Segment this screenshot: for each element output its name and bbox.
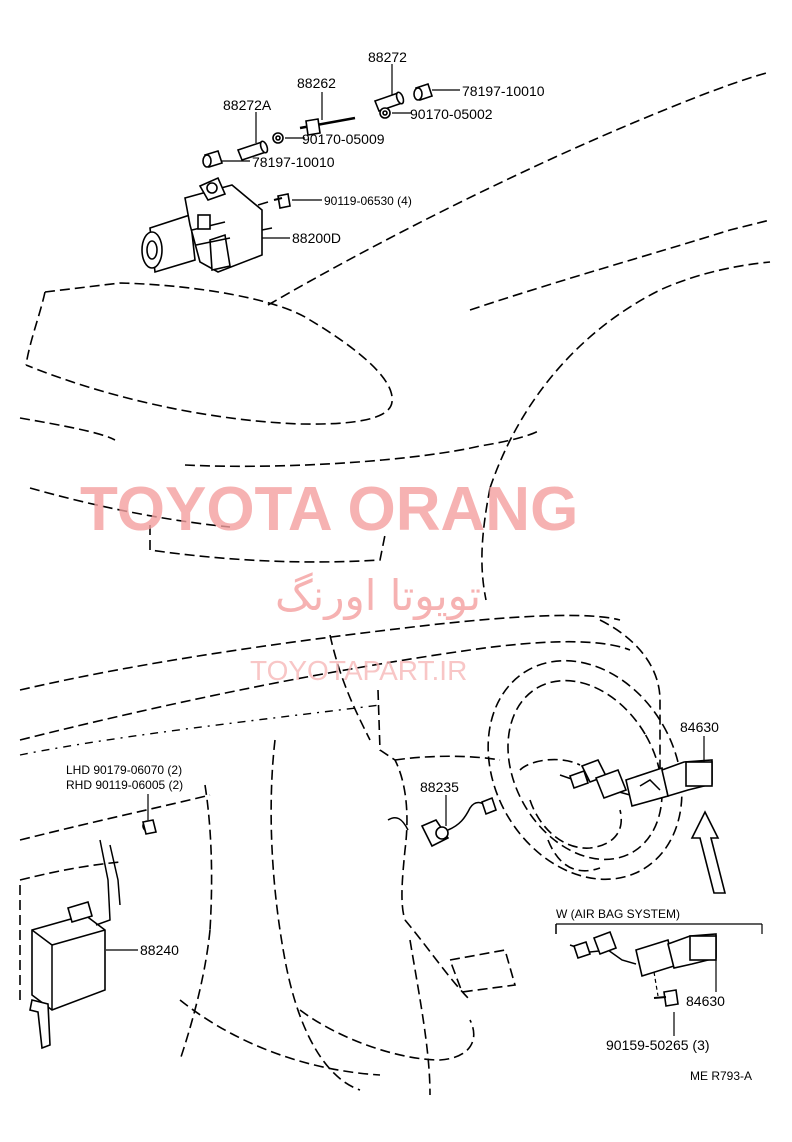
steering-wheel [487,659,683,881]
switch-84630-lower [555,923,763,1007]
reference-code: ME R793-A [690,1069,752,1083]
label-rhd: RHD 90119-06005 (2) [66,778,183,792]
label-88272: 88272 [368,49,407,65]
control-unit-88240 [29,819,157,1050]
switch-84630-upper [559,758,713,807]
label-78197-top: 78197-10010 [462,83,545,99]
label-88240: 88240 [140,942,179,958]
mirror-motor-assembly [141,176,273,274]
label-88262: 88262 [297,75,336,91]
watermark-title: TOYOTA ORANG [80,475,578,544]
leader-lines [106,64,717,1036]
label-lhd: LHD 90179-06070 (2) [66,763,182,777]
sensor-88235 [387,796,497,848]
label-90119-06530: 90119-06530 (4) [324,194,412,208]
label-88272a: 88272A [223,97,272,113]
vehicle-outline [19,71,771,1096]
label-90170-05002: 90170-05002 [410,106,493,122]
label-90159-50265: 90159-50265 (3) [606,1037,710,1053]
label-88200d: 88200D [292,230,341,246]
arrow-to-84630 [690,810,727,894]
label-84630-upper: 84630 [680,719,719,735]
watermark-url: TOYOTAPART.IR [250,655,467,686]
watermark-persian: تویوتا اورنگ [275,571,481,620]
part-labels: 88272 88262 88272A 78197-10010 90170-050… [66,49,752,1083]
screws-and-pins [202,82,434,209]
label-78197-mid: 78197-10010 [252,154,335,170]
label-88235: 88235 [420,779,459,795]
label-airbag-system: W (AIR BAG SYSTEM) [556,907,680,921]
label-90170-05009: 90170-05009 [302,131,385,147]
label-84630-lower: 84630 [686,993,725,1009]
watermark: TOYOTA ORANG تویوتا اورنگ TOYOTAPART.IR [80,475,578,686]
